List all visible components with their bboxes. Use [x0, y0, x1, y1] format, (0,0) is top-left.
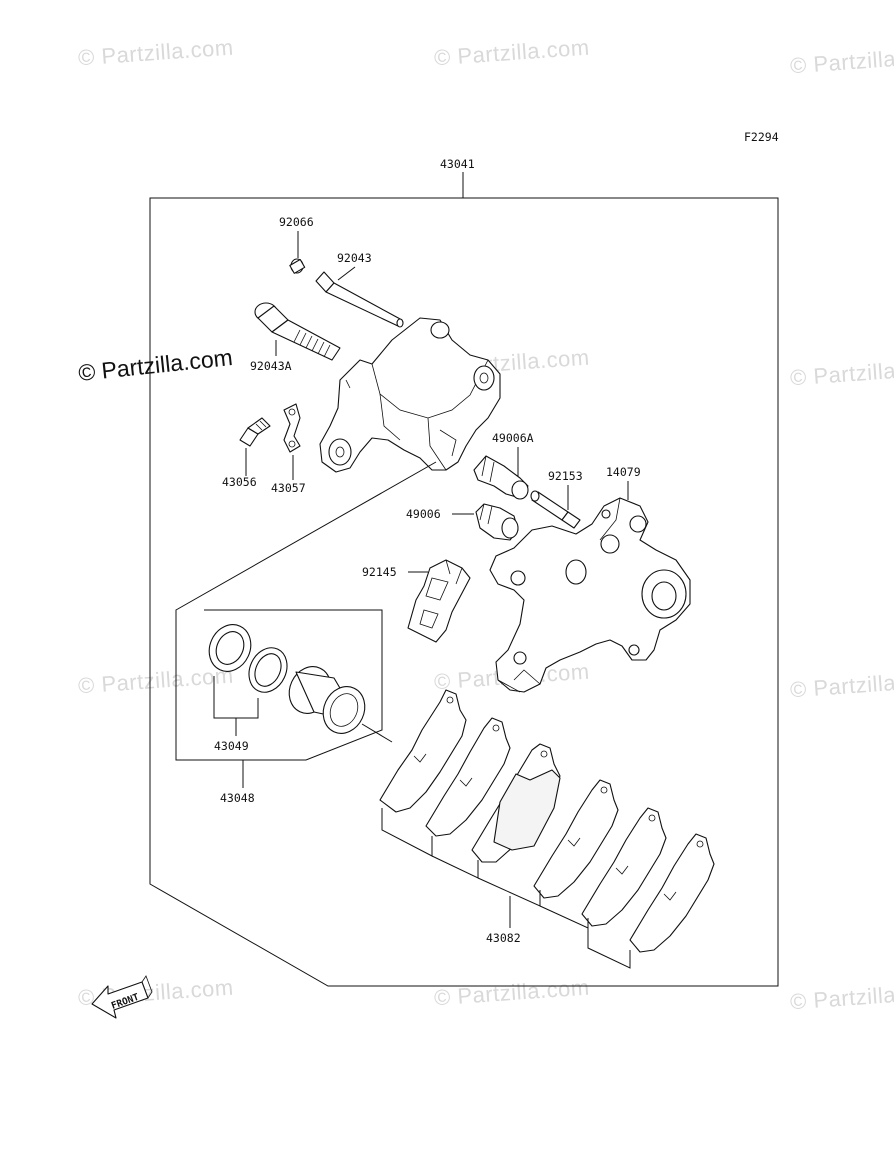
part-49006-boot	[475, 503, 519, 541]
label-92153: 92153	[548, 469, 583, 483]
label-43041: 43041	[440, 157, 475, 171]
part-92145-spring	[407, 559, 471, 643]
label-43057: 43057	[271, 481, 306, 495]
part-43057-clip	[283, 403, 301, 453]
front-arrow-icon: FRONT	[91, 975, 153, 1019]
part-caliper-body	[319, 317, 501, 473]
label-43056: 43056	[222, 475, 257, 489]
outline-43048	[175, 609, 383, 761]
label-49006A: 49006A	[492, 431, 534, 445]
part-43049-seal-1	[208, 624, 252, 672]
part-49006A-boot	[473, 455, 529, 500]
leader-92043	[337, 266, 356, 281]
label-92043: 92043	[337, 251, 372, 265]
pad-bracket-3	[477, 877, 541, 907]
part-piston	[288, 666, 366, 734]
label-43049: 43049	[214, 739, 249, 753]
figure-code: F2294	[744, 130, 779, 144]
label-92145: 92145	[362, 565, 397, 579]
label-43048: 43048	[220, 791, 255, 805]
part-14079-bracket	[489, 497, 691, 693]
assembly-outline	[149, 197, 779, 987]
label-43082: 43082	[486, 931, 521, 945]
part-43056-bleeder	[239, 417, 271, 447]
part-92043A-bolt	[254, 302, 341, 361]
pad-bracket-1	[381, 808, 433, 857]
part-43082-pads	[379, 689, 715, 953]
pad-bracket-5	[587, 928, 631, 969]
leader-caliper-to-seals	[175, 461, 437, 630]
part-43049-seal-2	[248, 647, 288, 693]
label-92043A: 92043A	[250, 359, 292, 373]
pad-bracket-4	[539, 905, 589, 929]
label-92066: 92066	[279, 215, 314, 229]
pad-bracket-2	[431, 855, 479, 879]
label-14079: 14079	[606, 465, 641, 479]
leader-piston	[361, 723, 393, 743]
part-92043-pin	[315, 271, 404, 328]
part-92066-cap	[289, 258, 306, 274]
label-49006: 49006	[406, 507, 441, 521]
part-92153-pin	[530, 490, 581, 529]
